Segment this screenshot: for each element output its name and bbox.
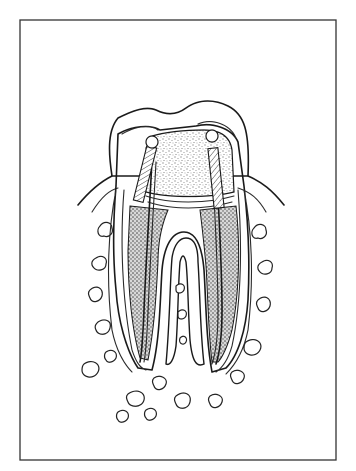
tooth-root-canal-illustration bbox=[0, 0, 356, 471]
